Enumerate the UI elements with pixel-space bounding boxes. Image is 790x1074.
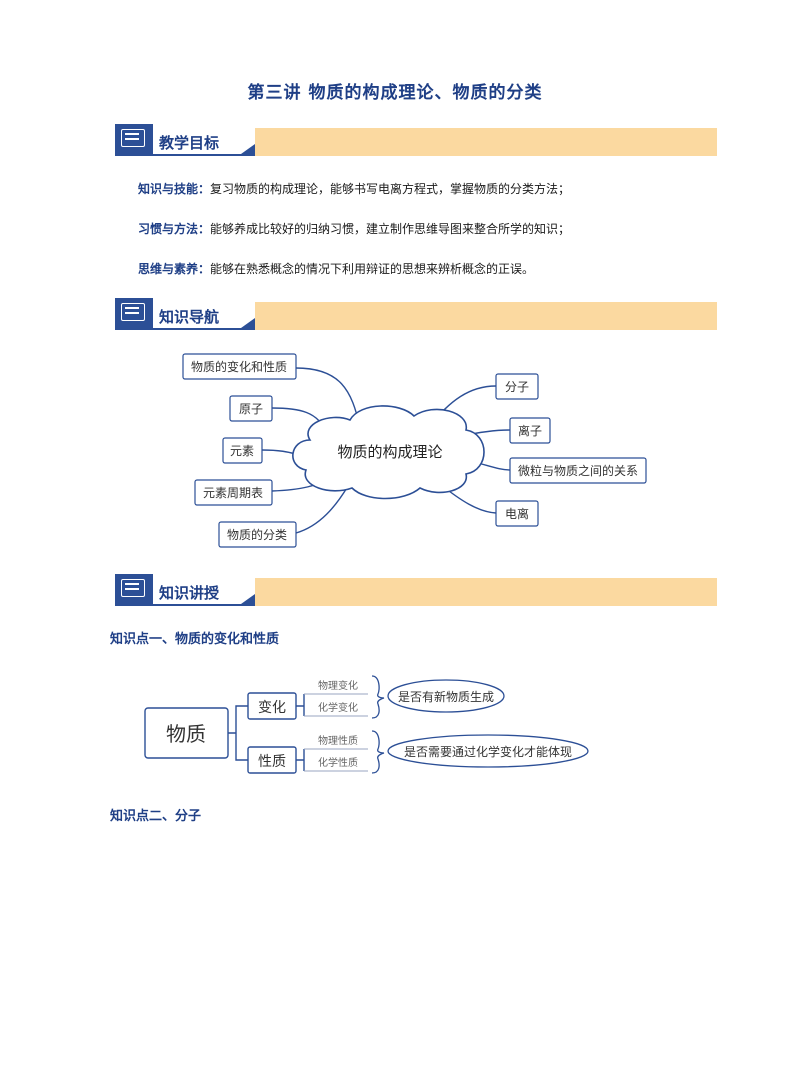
mindmap-node-label: 微粒与物质之间的关系 (518, 463, 638, 478)
goal-text: 能够在熟悉概念的情况下利用辩证的思想来辨析概念的正误。 (210, 262, 535, 276)
section-label-teach: 知识讲授 (159, 584, 220, 602)
mindmap-node (229, 395, 273, 422)
mindmap-node-label: 分子 (505, 380, 529, 394)
kp1-connector (296, 694, 305, 716)
kp1-root-label: 物质 (166, 722, 206, 746)
mindmap-link (261, 449, 297, 455)
section-label-nav: 知识导航 (159, 308, 220, 326)
kp1-brace (371, 675, 385, 719)
section-bar (245, 128, 717, 156)
mindmap-node (182, 353, 297, 380)
goal-text: 复习物质的构成理论，能够书写电离方程式，掌握物质的分类方法； (210, 182, 571, 196)
mindmap-node (509, 457, 647, 484)
kp1-brace (371, 730, 385, 774)
goal-line-3: 思维与素养：能够在熟悉概念的情况下利用辩证的思想来辨析概念的正误。 (138, 260, 534, 277)
section-header-teach: 知识讲授 (115, 574, 717, 608)
kp1-connector (228, 705, 248, 761)
kp1-item: 物理性质 (318, 734, 358, 747)
mindmap-center-cloud (292, 405, 485, 500)
kp1-note: 是否有新物质生成 (398, 689, 494, 704)
kp1-heading: 知识点一、物质的变化和性质 (110, 632, 280, 647)
kp2-heading: 知识点二、分子 (110, 809, 202, 824)
kp1-item: 物理变化 (318, 679, 358, 692)
section-bar (245, 302, 717, 330)
section-label-goals: 教学目标 (159, 134, 220, 152)
section-header-goals: 教学目标 (115, 124, 717, 158)
mindmap-node (218, 521, 297, 548)
goal-line-2: 习惯与方法：能够养成比较好的归纳习惯，建立制作思维导图来整合所学的知识； (138, 220, 570, 237)
goal-label: 思维与素养： (138, 262, 211, 276)
kp1-branch-label: 变化 (258, 700, 286, 716)
mindmap-node-label: 原子 (239, 402, 263, 416)
mindmap-node-label: 物质的变化和性质 (191, 359, 287, 374)
teacher-icon (115, 574, 153, 606)
kp1-item: 化学变化 (318, 701, 358, 714)
section-bar (245, 578, 717, 606)
kp1-branch-label: 性质 (258, 754, 286, 770)
mindmap-node (194, 479, 273, 506)
mindmap-node-label: 元素周期表 (203, 486, 263, 500)
mindmap-node-label: 物质的分类 (227, 527, 287, 542)
kp1-item: 化学性质 (318, 756, 358, 769)
kp1-note-ellipse (387, 734, 589, 768)
kp1-connector (296, 749, 305, 771)
kp1-note: 是否需要通过化学变化才能体现 (404, 744, 572, 759)
mindmap-node-label: 电离 (505, 506, 529, 521)
mindmap-center-label: 物质的构成理论 (337, 443, 442, 461)
page-title: 第三讲 物质的构成理论、物质的分类 (247, 83, 543, 103)
robot-icon (115, 124, 153, 156)
section-header-nav: 知识导航 (115, 298, 717, 332)
goal-label: 知识与技能： (138, 182, 211, 196)
kp1-note-ellipse (387, 679, 505, 713)
mindmap-link (295, 485, 349, 534)
goal-text: 能够养成比较好的归纳习惯，建立制作思维导图来整合所学的知识； (210, 222, 571, 236)
goal-label: 习惯与方法： (138, 222, 211, 236)
mindmap-node (509, 417, 551, 444)
mindmap-node-label: 元素 (230, 444, 254, 458)
mindmap-node-label: 离子 (518, 423, 542, 438)
mindmap-node (222, 437, 263, 464)
goal-line-1: 知识与技能：复习物质的构成理论，能够书写电离方程式，掌握物质的分类方法； (138, 180, 570, 197)
mindmap-node (495, 500, 539, 527)
table-icon (115, 298, 153, 330)
mindmap-node (495, 373, 539, 400)
